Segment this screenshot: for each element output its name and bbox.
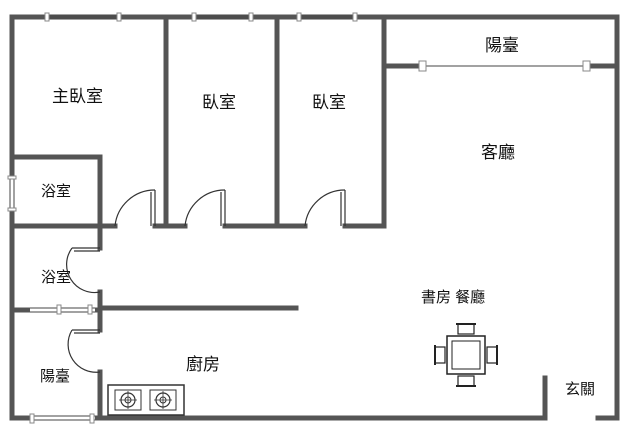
dining-table-icon bbox=[434, 323, 498, 387]
room-label-study-dining: 書房 餐廳 bbox=[421, 288, 485, 306]
interior-walls bbox=[9, 14, 620, 421]
room-label-bedroom-1: 臥室 bbox=[202, 93, 236, 112]
exterior-walls bbox=[9, 14, 620, 421]
room-label-master-bedroom: 主臥室 bbox=[52, 87, 103, 106]
room-label-bedroom-2: 臥室 bbox=[312, 93, 346, 112]
room-label-bathroom-1: 浴室 bbox=[41, 183, 71, 200]
room-label-entrance: 玄關 bbox=[565, 381, 595, 398]
room-label-kitchen: 廚房 bbox=[186, 354, 220, 374]
room-label-living-room: 客廳 bbox=[481, 143, 515, 162]
room-label-bathroom-2: 浴室 bbox=[41, 269, 71, 286]
stove-burner-icon bbox=[107, 384, 185, 416]
room-label-balcony-bottom: 陽臺 bbox=[40, 368, 70, 385]
room-label-balcony-top: 陽臺 bbox=[485, 36, 519, 55]
door-swing-icon bbox=[66, 189, 346, 373]
window-icon bbox=[7, 12, 591, 424]
